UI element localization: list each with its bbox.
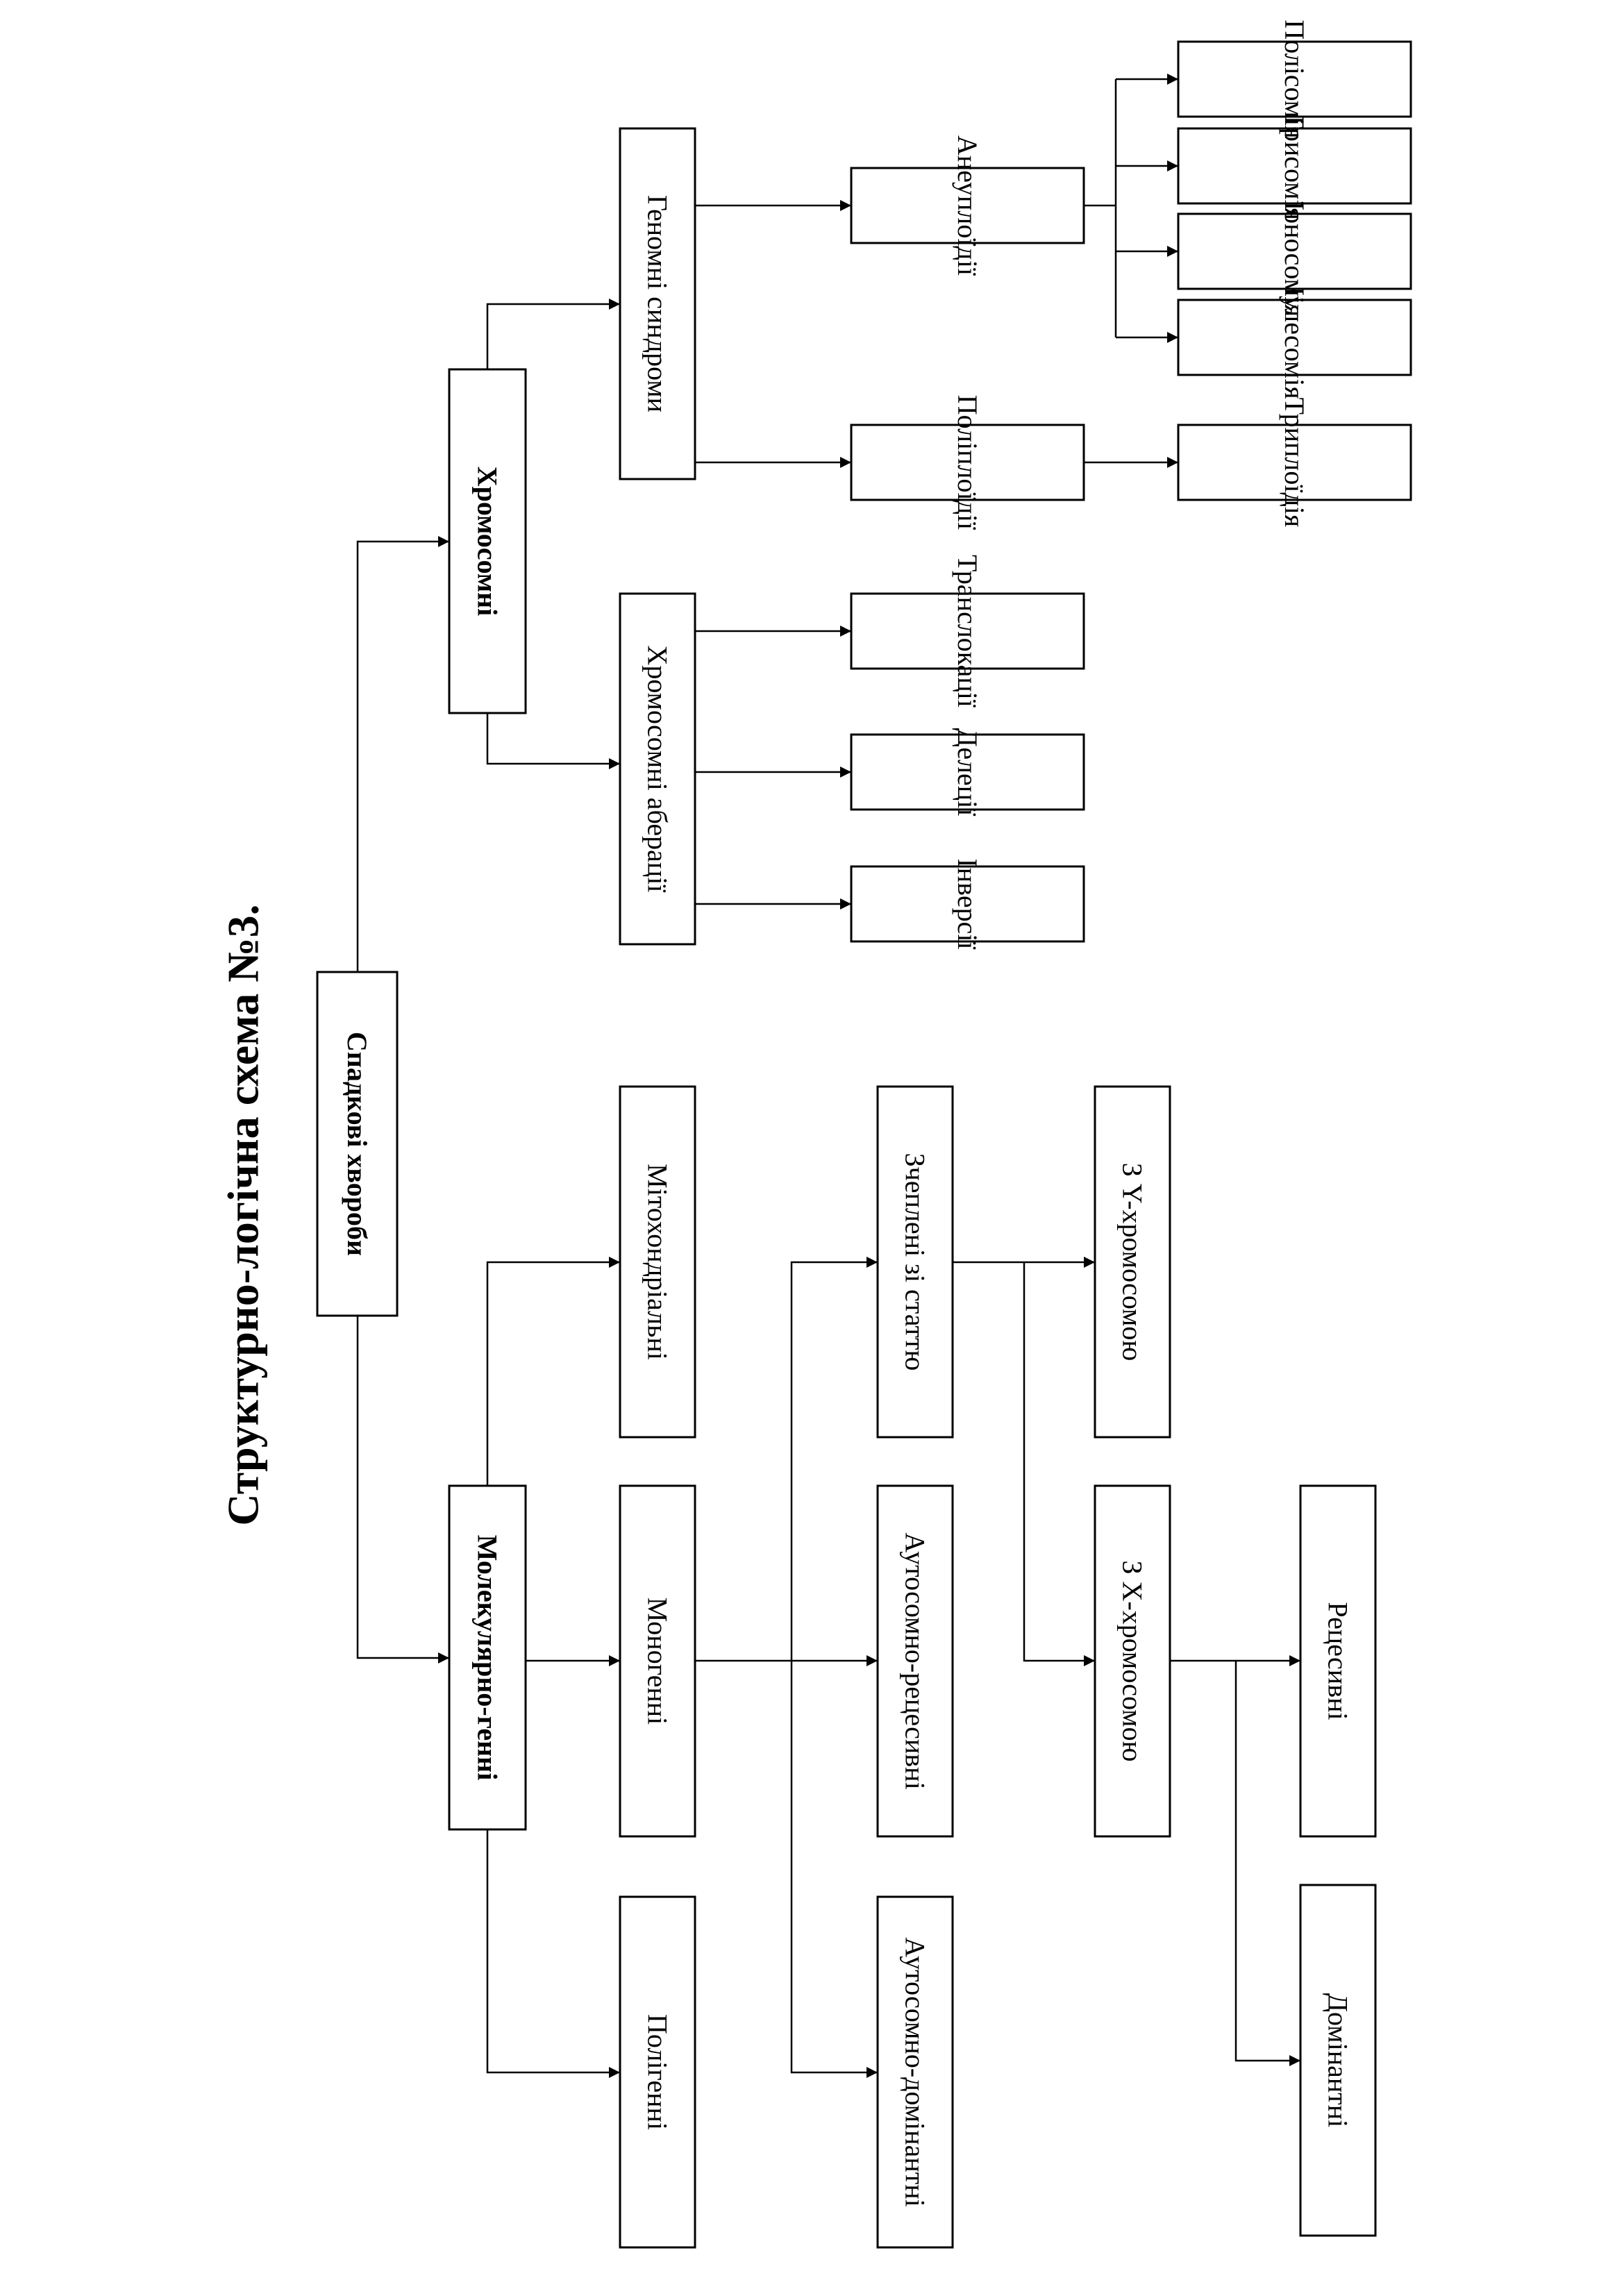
node-box [1094,1484,1171,1838]
connectors [356,74,1300,2078]
edge-chromosomal-genomic [486,299,620,369]
node-label: Спадкові хвороби [342,1032,373,1256]
node-polysomy: Полісомія [1177,19,1412,139]
node-dominant: Домінантні [1299,1884,1377,2237]
node-monogenic: Моногенні [619,1484,696,1838]
node-box [1299,1484,1377,1838]
node-label: Нулесомія [1279,276,1310,399]
node-autosomal-recessive: Аутосомно-рецесивні [876,1484,954,1838]
node-x-linked: З X-хромосомою [1094,1484,1171,1838]
node-box [619,1484,696,1838]
diagram-title: Структурно-логічна схема №3. [219,904,268,1525]
node-root: Спадкові хвороби [316,971,399,1317]
node-autosomal-dominant: Аутосомно-домінантні [876,1895,954,2249]
node-label: Геномні синдроми [642,195,673,412]
node-label: Аутосомно-домінантні [900,1937,931,2206]
edge-monogenic-sex-linked [790,1257,878,1661]
node-box [448,368,527,714]
node-nullisomy: Нулесомія [1177,276,1412,399]
node-inversions: Інверсії [850,858,1085,950]
node-label: Транслокації [952,555,983,708]
node-label: Полігенні [642,2014,673,2130]
edge-monogenic-autosomal-dominant [790,1661,878,2078]
edge-molecular-mitochondrial [486,1257,620,1486]
edge-molecular-polygenic [486,1829,620,2078]
node-box [448,1484,527,1831]
node-box [1094,1085,1171,1439]
node-box [876,1484,954,1838]
node-triploidy: Триплоїдія [1177,398,1412,528]
node-label: Триплоїдія [1279,398,1310,528]
node-label: Трисомія [1279,112,1310,220]
node-box [619,592,696,946]
node-box [1299,1884,1377,2237]
edge-sex-linked-x [1023,1262,1095,1666]
node-label: Хромосомні [472,467,503,617]
node-box [1177,127,1412,205]
node-label: Зчеплені зі статтю [900,1153,931,1371]
node-label: Моносомія [1279,186,1310,317]
node-label: Хромосомні аберації [642,646,673,894]
node-box [619,1085,696,1439]
node-aberrations: Хромосомні аберації [619,592,696,946]
node-polygenic: Полігенні [619,1895,696,2249]
node-label: Поліплоїдії [952,395,983,530]
node-label: Делеції [952,728,983,817]
node-label: Молекулярно-генні [472,1535,503,1781]
edge-root-molecular [356,1316,449,1664]
node-box [876,1895,954,2249]
node-polyploidy: Поліплоїдії [850,395,1085,530]
node-label: Мітохондріальні [642,1164,673,1360]
node-box [850,592,1085,670]
node-recessive: Рецесивні [1299,1484,1377,1838]
node-box [850,733,1085,811]
node-chromosomal: Хромосомні [448,368,527,714]
node-label: Полісомія [1279,19,1310,138]
node-label: Моногенні [642,1598,673,1725]
node-aneuploidy: Анеуплоїдії [850,135,1085,276]
node-box [1177,40,1412,118]
node-trisomy: Трисомія [1177,112,1412,220]
node-label: Домінантні [1323,1993,1354,2128]
node-monosomy: Моносомія [1177,186,1412,317]
node-sex-linked: Зчеплені зі статтю [876,1085,954,1439]
edge-x-linked-dominant [1234,1661,1300,2066]
node-box [1177,299,1412,376]
edge-root-chromosomal [356,536,449,972]
node-label: Інверсії [952,858,983,950]
node-deletions: Делеції [850,728,1085,817]
node-mitochondrial: Мітохондріальні [619,1085,696,1439]
node-box [1177,424,1412,501]
node-box [850,167,1085,244]
node-molecular: Молекулярно-генні [448,1484,527,1831]
node-box [876,1085,954,1439]
node-box [850,865,1085,943]
node-box [619,1895,696,2249]
node-box [316,971,399,1317]
node-box [850,424,1085,501]
node-box [1177,212,1412,290]
node-box [619,127,696,480]
node-label: Анеуплоїдії [952,135,983,276]
node-translocations: Транслокації [850,555,1085,708]
node-label: З Y-хромосомою [1117,1163,1148,1361]
node-label: Аутосомно-рецесивні [900,1532,931,1789]
node-genomic: Геномні синдроми [619,127,696,480]
node-y-linked: З Y-хромосомою [1094,1085,1171,1439]
node-label: Рецесивні [1323,1602,1354,1720]
edge-chromosomal-aberrations [486,713,620,769]
node-label: З X-хромосомою [1117,1561,1148,1762]
